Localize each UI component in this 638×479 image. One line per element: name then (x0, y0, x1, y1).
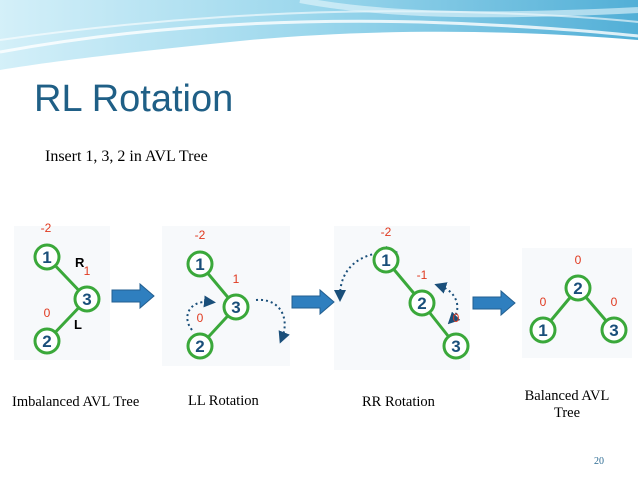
stage-1-node-2: 20 (33, 306, 61, 355)
caption-rr-rotation: RR Rotation (362, 394, 435, 410)
rr-rotation-arrow-left (334, 246, 398, 302)
tree-node-circle (186, 250, 214, 278)
tree-node-circle (600, 316, 628, 344)
stage-1-node-1: 1 -2 (33, 221, 61, 271)
header-wave (0, 0, 638, 70)
tree-node-value: 2 (42, 332, 51, 351)
stage-4-node-3: 30 (600, 295, 628, 344)
balance-factor: -2 (41, 221, 52, 235)
tree-node-circle (186, 332, 214, 360)
balance-factor: 0 (44, 306, 51, 320)
tree-node-value: 1 (195, 255, 204, 274)
balance-factor: 1 (233, 272, 240, 286)
tree-node-circle (222, 293, 250, 321)
stage-2-node-1: 1 -2 (186, 228, 214, 278)
balance-factor: 0 (540, 295, 547, 309)
caption-imbalanced: Imbalanced AVL Tree (12, 394, 140, 410)
balance-factor: 1 (84, 264, 91, 278)
stage-2-node-3: 31 (222, 272, 250, 321)
stage-2-node-2: 20 (186, 311, 214, 360)
tree-node-value: 3 (82, 290, 91, 309)
balance-factor: -1 (417, 268, 428, 282)
tree-node-value: 2 (573, 279, 582, 298)
stage-3-node-2: 2 -1 (408, 268, 436, 317)
balance-factor: 0 (611, 295, 618, 309)
balance-factor: 0 (197, 311, 204, 325)
rr-rotation-arrow-right (434, 282, 461, 325)
balance-factor: -2 (381, 225, 392, 239)
ll-rotation-arrow-left (186, 295, 216, 331)
stage-3-node-1: 1 -2 (372, 225, 400, 274)
tree-node-value: 2 (195, 337, 204, 356)
tree-node-value: 1 (538, 321, 547, 340)
caption-ll-rotation: LL Rotation (188, 393, 259, 409)
stage-1-node-3: 31 (73, 264, 101, 313)
slide-subtitle: Insert 1, 3, 2 in AVL Tree (45, 148, 208, 165)
tree-node-circle (73, 285, 101, 313)
tree-node-circle (33, 243, 61, 271)
stage-4-node-2: 20 (564, 253, 592, 302)
tree-node-circle (408, 289, 436, 317)
tree-node-circle (529, 316, 557, 344)
stage-3-node-3: 30 (442, 311, 470, 360)
tree-node-circle (442, 332, 470, 360)
tree-node-circle (564, 274, 592, 302)
balance-factor: 0 (453, 311, 460, 325)
tree-node-value: 3 (451, 337, 460, 356)
tree-node-value: 1 (381, 251, 390, 270)
ll-rotation-arrow-right (255, 298, 290, 344)
balance-factor: -2 (195, 228, 206, 242)
direction-label-l: L (74, 317, 82, 332)
direction-label-r: R (75, 255, 85, 270)
rotation-arrows (186, 246, 461, 344)
stage-4-node-1: 10 (529, 295, 557, 344)
slide-title: RL Rotation (34, 78, 234, 120)
tree-node-circle (372, 246, 400, 274)
tree-node-circle (33, 327, 61, 355)
caption-balanced-line-1: Balanced AVL (524, 388, 610, 404)
stage-arrow-2 (291, 288, 335, 316)
tree-node-value: 3 (231, 298, 240, 317)
caption-balanced: Balanced AVL Tree (506, 388, 628, 422)
page-number: 20 (594, 456, 604, 467)
tree-node-value: 3 (609, 321, 618, 340)
stage-arrow-1 (111, 282, 155, 310)
caption-balanced-line-2: Tree (553, 405, 581, 421)
tree-node-value: 2 (417, 294, 426, 313)
tree-node-value: 1 (42, 248, 51, 267)
stage-arrow-3 (472, 289, 516, 317)
balance-factor: 0 (575, 253, 582, 267)
